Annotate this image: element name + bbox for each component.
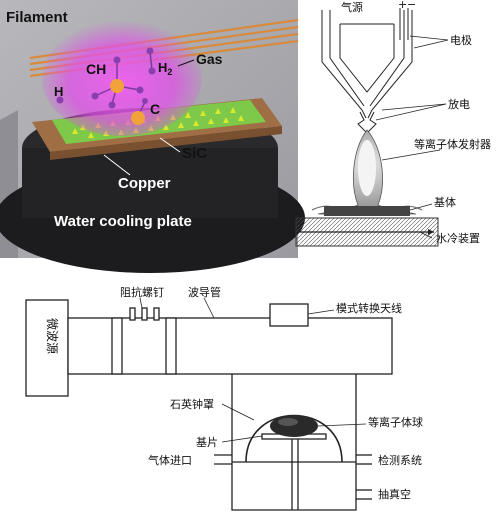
carbon-atom: [131, 111, 145, 125]
hydrogen-atom: [136, 86, 144, 94]
copper-pointer: [103, 154, 131, 176]
water-cooling-label: Water cooling plate: [54, 213, 192, 230]
vacuum-label: 抽真空: [378, 487, 411, 501]
hydrogen-atom: [142, 98, 148, 104]
mw-panel: [25, 299, 393, 511]
gas-source-label: 气源: [341, 0, 363, 14]
detection-label: 检测系统: [378, 453, 422, 467]
h2-atom: [146, 47, 154, 55]
reactor-body: [231, 462, 357, 511]
sic-pointer: [159, 137, 181, 153]
tuner-flange: [165, 317, 177, 375]
tuner-screw: [129, 307, 136, 321]
filament-label: Filament: [6, 9, 68, 26]
discharge-label: 放电: [448, 97, 470, 111]
mode-converter-pointer: [307, 309, 335, 315]
carbon-atom-ch4: [110, 79, 124, 93]
gas-plasma-cloud: [42, 20, 202, 136]
mw-substrate-pointer: [221, 435, 263, 443]
minus-label: −: [407, 0, 416, 11]
plasma-ball-label: 等离子体球: [368, 415, 423, 429]
h2-atom: [148, 67, 156, 75]
mw-substrate-label: 基片: [196, 436, 218, 449]
jet-panel: [321, 8, 413, 133]
hydrogen-atom: [91, 92, 99, 100]
electrode-label: 电极: [450, 33, 472, 47]
tuner-screw: [153, 307, 160, 321]
mode-converter-box: [269, 303, 309, 327]
plate-body: [22, 148, 278, 218]
jet-water-cooling-label: 水冷装置: [436, 232, 480, 245]
outer-nozzle-right: [367, 10, 413, 119]
hydrogen-atom: [108, 101, 116, 109]
h2-label: H2: [158, 60, 172, 77]
jet-substrate-label: 基体: [434, 195, 456, 209]
plasma-core: [358, 140, 376, 196]
microwave-source-box: [25, 299, 69, 397]
cvd-panel: Filament Gas CH H2 H C SiC Copper Water …: [0, 0, 305, 273]
gas-label: Gas: [196, 51, 223, 67]
outer-nozzle-left: [321, 10, 367, 119]
plasma-ball: [270, 415, 318, 437]
ch-label: CH: [86, 61, 106, 77]
gas-pointer: [177, 59, 195, 67]
microwave-source-label: 微波源: [45, 318, 59, 354]
quartz-bell-label: 石英钟罩: [170, 397, 214, 411]
stub-tuner-label: 阻抗螺钉: [120, 285, 164, 299]
jet-substrate: [324, 206, 410, 216]
waveguide-pointer: [203, 297, 215, 319]
h-label: H: [54, 84, 63, 99]
copper-side: [50, 126, 282, 160]
inner-nozzle-left: [329, 10, 365, 107]
copper-label: Copper: [118, 175, 171, 192]
waveguide-label: 波导管: [188, 285, 221, 299]
free-hydrogen-atom: [56, 96, 64, 104]
sic-label: SiC: [182, 145, 207, 162]
gas-inlet-label: 气体进口: [148, 453, 192, 467]
tuner-flange: [111, 317, 123, 375]
discharge-spark: [367, 111, 377, 133]
cooling-flow-arrowhead: [428, 229, 434, 235]
quartz-bell-pointer: [221, 403, 255, 421]
jet-pointers: [375, 35, 449, 239]
c-label: C: [150, 101, 160, 117]
plasma-emitter-label: 等离子体发射器: [414, 137, 491, 151]
gas-channel: [339, 24, 395, 93]
tuner-screw: [141, 307, 148, 321]
stub-tuner-pointer: [139, 297, 143, 309]
discharge-spark: [357, 111, 367, 133]
plasma-ball-highlight: [278, 418, 298, 426]
inner-nozzle-right: [369, 10, 405, 107]
mode-converter-label: 模式转换天线: [336, 301, 402, 315]
plasma-ball-pointer: [317, 423, 367, 427]
hydrogen-atom: [113, 56, 121, 64]
plus-label: +: [398, 0, 407, 11]
